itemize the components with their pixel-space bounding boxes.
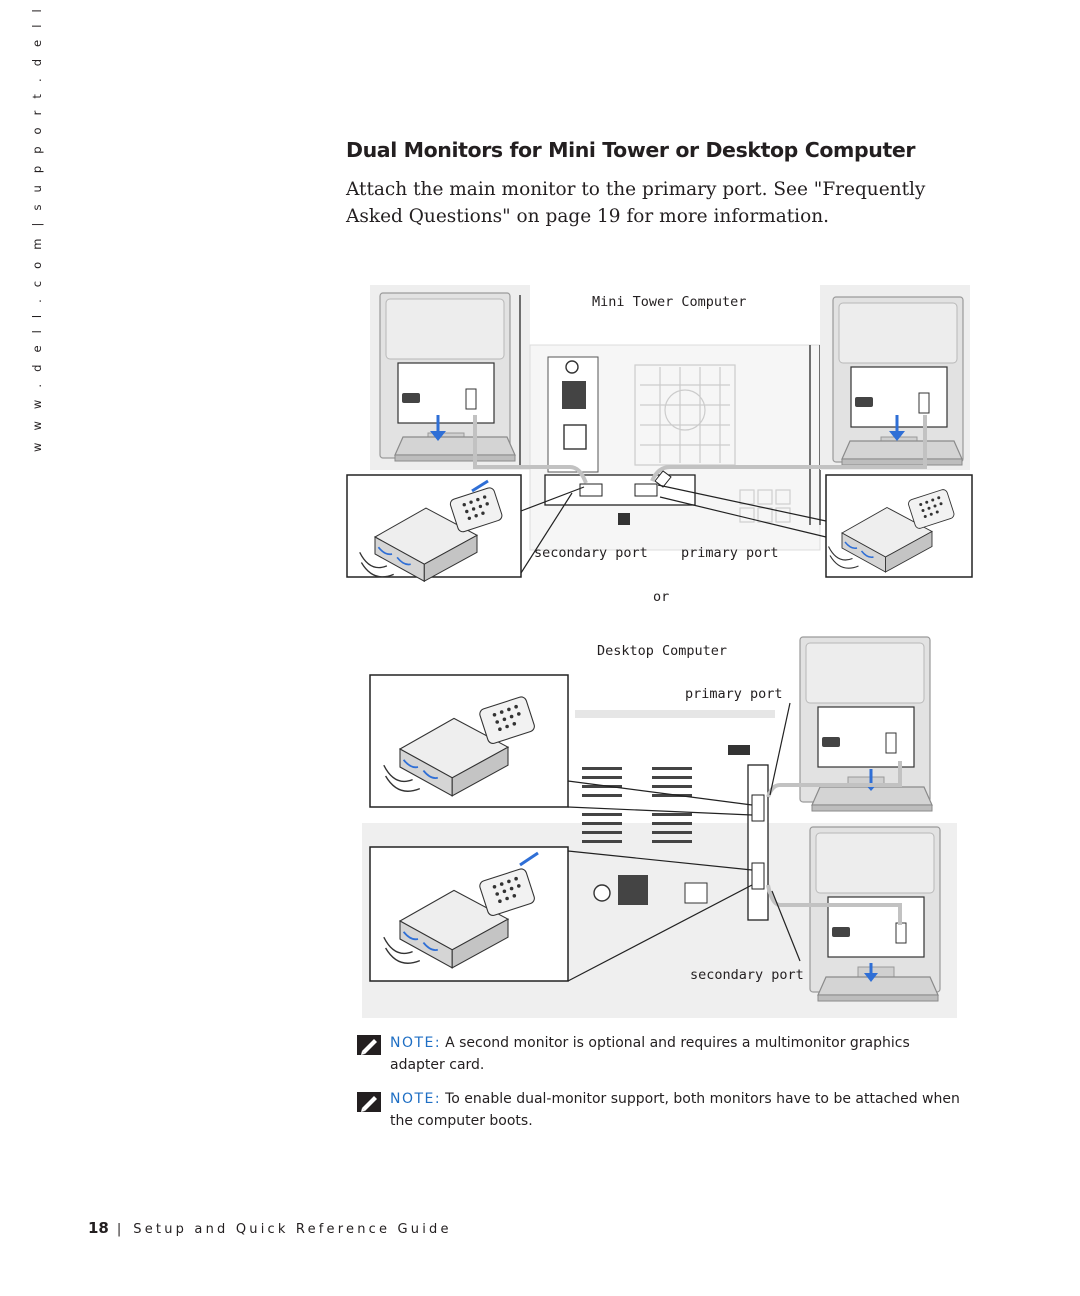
dual-monitor-diagram: Mini Tower Computer secondary port prima… [340, 285, 980, 1025]
mini-tower-io-panel [547, 356, 599, 473]
desktop-usb-icon [618, 875, 648, 905]
usb-ports-icon [562, 381, 586, 409]
primary-port-label-bottom: primary port [685, 686, 783, 702]
fan-grille [634, 364, 736, 466]
sidebar-url: w w w . d e l l . c o m | s u p p o r t … [30, 0, 44, 452]
page-footer: 18 | Setup and Quick Reference Guide [88, 1219, 452, 1237]
desktop-secondary-port [751, 862, 765, 890]
primary-port-label-top: primary port [681, 545, 779, 561]
note-1-text: A second monitor is optional and require… [390, 1035, 910, 1073]
monitor-stand-desktop-top-icon [811, 786, 933, 812]
intro-paragraph: Attach the main monitor to the primary p… [346, 179, 926, 227]
monitor-back-desktop-top-icon [799, 636, 931, 803]
secondary-port-label-bottom: secondary port [690, 967, 804, 983]
page-number: 18 [88, 1219, 109, 1237]
monitor-stand-right-icon [841, 440, 963, 466]
monitor-back-desktop-bottom-icon [809, 826, 941, 993]
desktop-card-bracket [747, 764, 769, 921]
note-2-label: NOTE: [390, 1091, 442, 1107]
footer-title: Setup and Quick Reference Guide [133, 1222, 452, 1237]
monitor-stand-left-icon [394, 436, 516, 462]
section-title: Dual Monitors for Mini Tower or Desktop … [346, 138, 916, 162]
note-pencil-icon [357, 1035, 381, 1055]
desktop-network-icon [684, 882, 708, 904]
monitor-stand-desktop-bottom-icon [817, 976, 939, 1002]
primary-port-connector [634, 483, 658, 497]
note-2: NOTE:To enable dual-monitor support, bot… [390, 1088, 960, 1132]
note-2-text: To enable dual-monitor support, both mon… [390, 1091, 960, 1129]
note-1-label: NOTE: [390, 1035, 442, 1051]
note-pencil-icon [357, 1092, 381, 1112]
desktop-primary-port [751, 794, 765, 822]
secondary-port-label-top: secondary port [534, 545, 648, 561]
desktop-label: Desktop Computer [597, 643, 727, 659]
network-port-icon [563, 424, 587, 450]
mini-tower-label: Mini Tower Computer [592, 294, 746, 310]
monitor-back-left-icon [379, 292, 511, 459]
secondary-port-connector [579, 483, 603, 497]
or-label: or [653, 589, 669, 605]
footer-separator: | [116, 1222, 122, 1237]
note-1: NOTE:A second monitor is optional and re… [390, 1032, 960, 1076]
